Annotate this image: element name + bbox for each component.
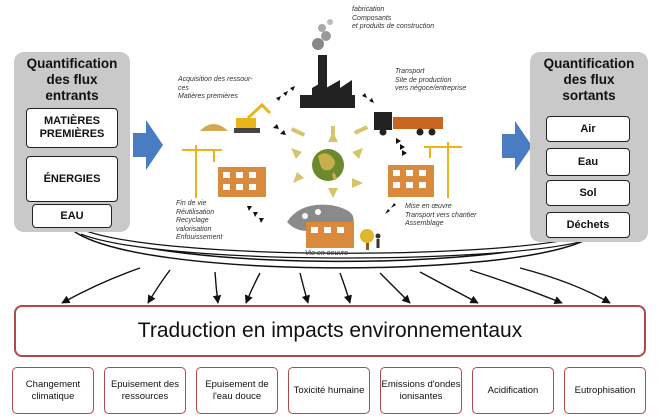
- output-box-water: Eau: [546, 148, 630, 176]
- building-icon: [388, 165, 434, 197]
- inputs-panel: Quantification des flux entrants MATIÈRE…: [14, 52, 130, 232]
- output-box-air: Air: [546, 116, 630, 142]
- factory-icon: [300, 19, 355, 108]
- blue-arrow-out-icon: [502, 121, 532, 171]
- impact-resource-depletion: Epuisement des ressources: [104, 367, 186, 414]
- crane-icon: [424, 142, 462, 198]
- impact-acidification: Acidification: [472, 367, 554, 414]
- tree-icon: [360, 229, 374, 250]
- caption-transport: Transport Site de production vers négoce…: [395, 68, 467, 92]
- impact-freshwater-depletion: Epuisement de l'eau douce: [196, 367, 278, 414]
- input-box-energy: ÉNERGIES: [26, 156, 118, 202]
- impacts-banner: Traduction en impacts environnementaux: [14, 305, 646, 357]
- truck-icon: [374, 112, 443, 136]
- caption-use-phase: Vie en oeuvre: [305, 250, 349, 257]
- impact-climate-change: Changement climatique: [12, 367, 94, 414]
- inputs-panel-title: Quantification des flux entrants: [26, 56, 118, 103]
- blue-arrow-in-icon: [133, 120, 163, 170]
- building-icon: [306, 222, 354, 248]
- impact-eutrophication: Eutrophisation: [564, 367, 646, 414]
- cycle-arrows-icon: [290, 125, 369, 198]
- flow-curves: [72, 224, 584, 269]
- impact-ionizing-radiation: Emissions d'ondes ionisantes: [380, 367, 462, 414]
- outputs-panel-title: Quantification des flux sortants: [543, 56, 635, 103]
- caption-implementation: Mise en œuvre Transport vers chantier As…: [405, 203, 477, 227]
- caption-fabrication: fabrication Composants et produits de co…: [352, 6, 435, 30]
- caption-acquisition: Acquisition des ressour- ces Matières pr…: [178, 76, 253, 100]
- input-box-water: EAU: [32, 204, 112, 228]
- output-box-waste: Déchets: [546, 212, 630, 238]
- stage-link-arrows-icon: [247, 86, 407, 223]
- person-icon: [375, 233, 381, 248]
- caption-end-of-life: Fin de vie Réutilisation Recyclage valor…: [176, 200, 223, 241]
- fan-arrows: [61, 267, 611, 305]
- excavator-icon: [200, 102, 272, 133]
- input-box-raw-materials: MATIÈRES PREMIÈRES: [26, 108, 118, 148]
- globe-icon: [312, 149, 344, 181]
- outputs-panel: Quantification des flux sortants Air Eau…: [530, 52, 648, 242]
- building-icon: [218, 167, 266, 197]
- crane-icon: [182, 145, 222, 198]
- impact-human-toxicity: Toxicité humaine: [288, 367, 370, 414]
- output-box-soil: Sol: [546, 180, 630, 206]
